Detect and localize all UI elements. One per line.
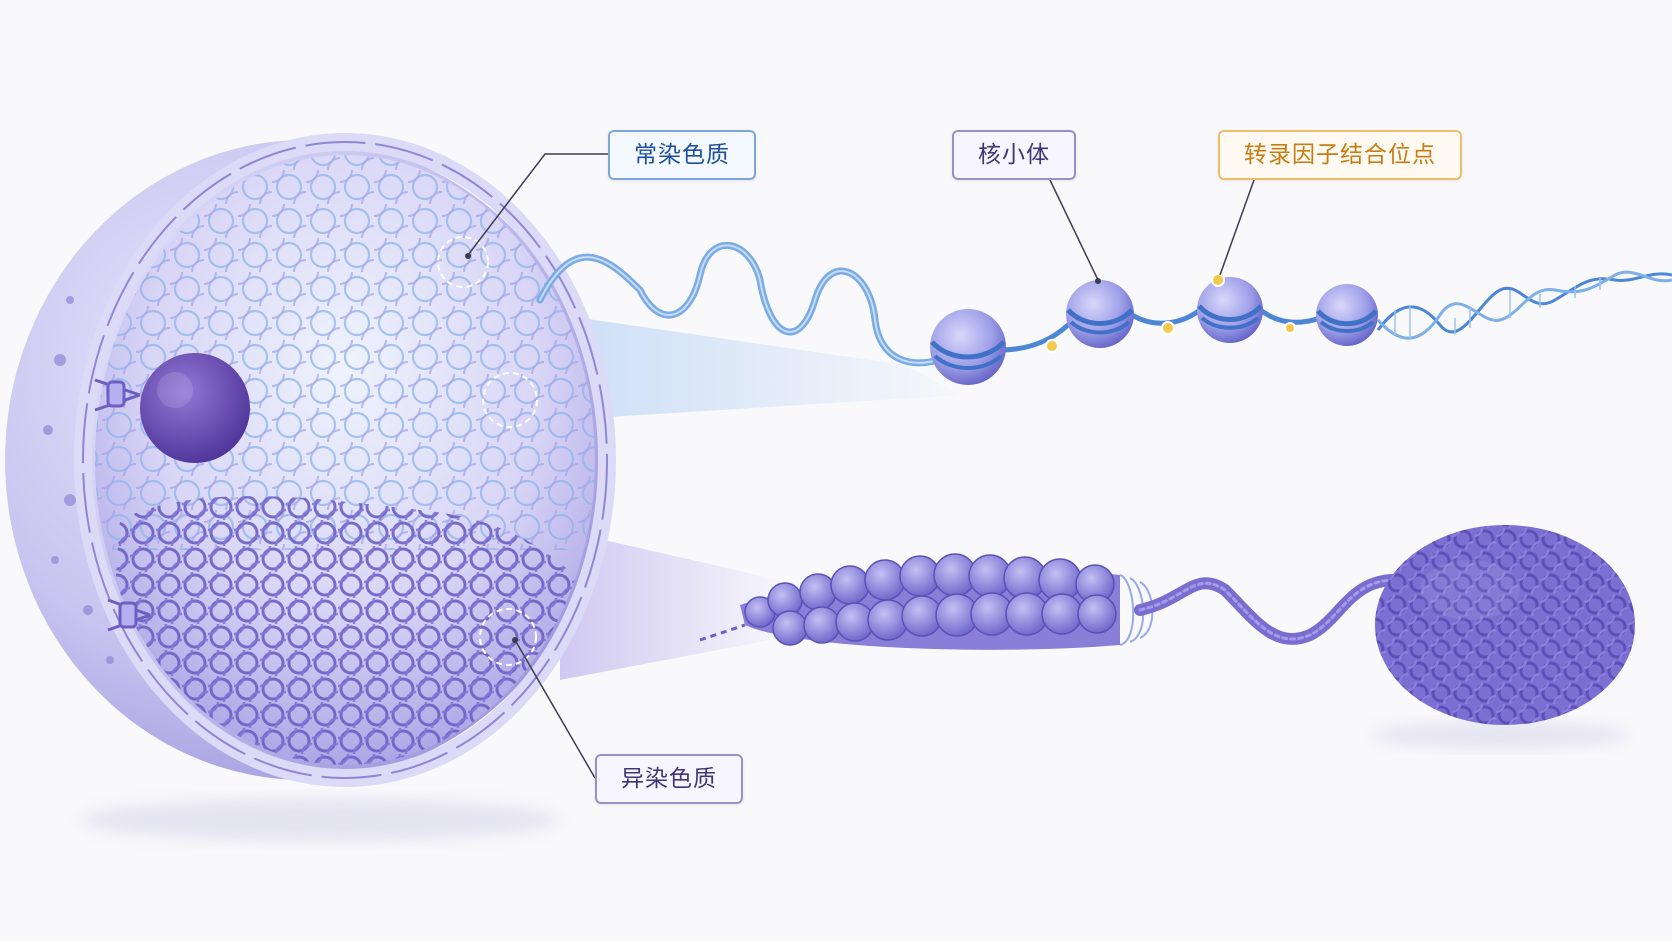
heterochromatin-solenoid-fiber (740, 553, 1154, 650)
heterochromatin-focus-circle (479, 608, 537, 666)
tf-leader-line (1219, 179, 1255, 276)
nucleosome-label: 核小体 (952, 130, 1076, 180)
pore-complex-top (94, 378, 141, 412)
nucleosome-leader-line (1049, 179, 1099, 281)
nucleosome-bead (1197, 277, 1263, 343)
heterochromatin-zoom-beam (560, 530, 780, 680)
tf-binding-dots (1045, 273, 1296, 353)
leader-lines (467, 153, 1255, 779)
nucleosome-bead (1316, 284, 1378, 346)
nuclear-pores (43, 190, 200, 664)
knot-shadow (1370, 721, 1630, 749)
compacted-chromatin-knot (1375, 525, 1635, 725)
euchromatin-leader-line (467, 153, 608, 256)
dna-helix-strand-a (1376, 272, 1672, 334)
heterochromatin-leader-line (514, 639, 596, 779)
pore-complex-bottom (107, 598, 151, 632)
dna-helix-strand-b (1376, 270, 1672, 340)
tf-binding-site-label: 转录因子结合位点 (1218, 130, 1462, 180)
nucleosome-bead (1066, 280, 1134, 348)
nucleosome-bead (930, 309, 1006, 385)
dna-base-pairs (1394, 278, 1601, 338)
nucleosome-focus-circle (482, 372, 538, 428)
nucleolus (140, 353, 250, 463)
euchromatin-label: 常染色质 (608, 130, 756, 180)
heterochromatin-label: 异染色质 (595, 754, 743, 804)
euchromatin-focus-circle (437, 236, 489, 288)
heterochromatin-dashed-link (699, 623, 746, 642)
nucleus-shadow (80, 798, 560, 842)
euchromatin-zoom-beam (560, 315, 960, 420)
